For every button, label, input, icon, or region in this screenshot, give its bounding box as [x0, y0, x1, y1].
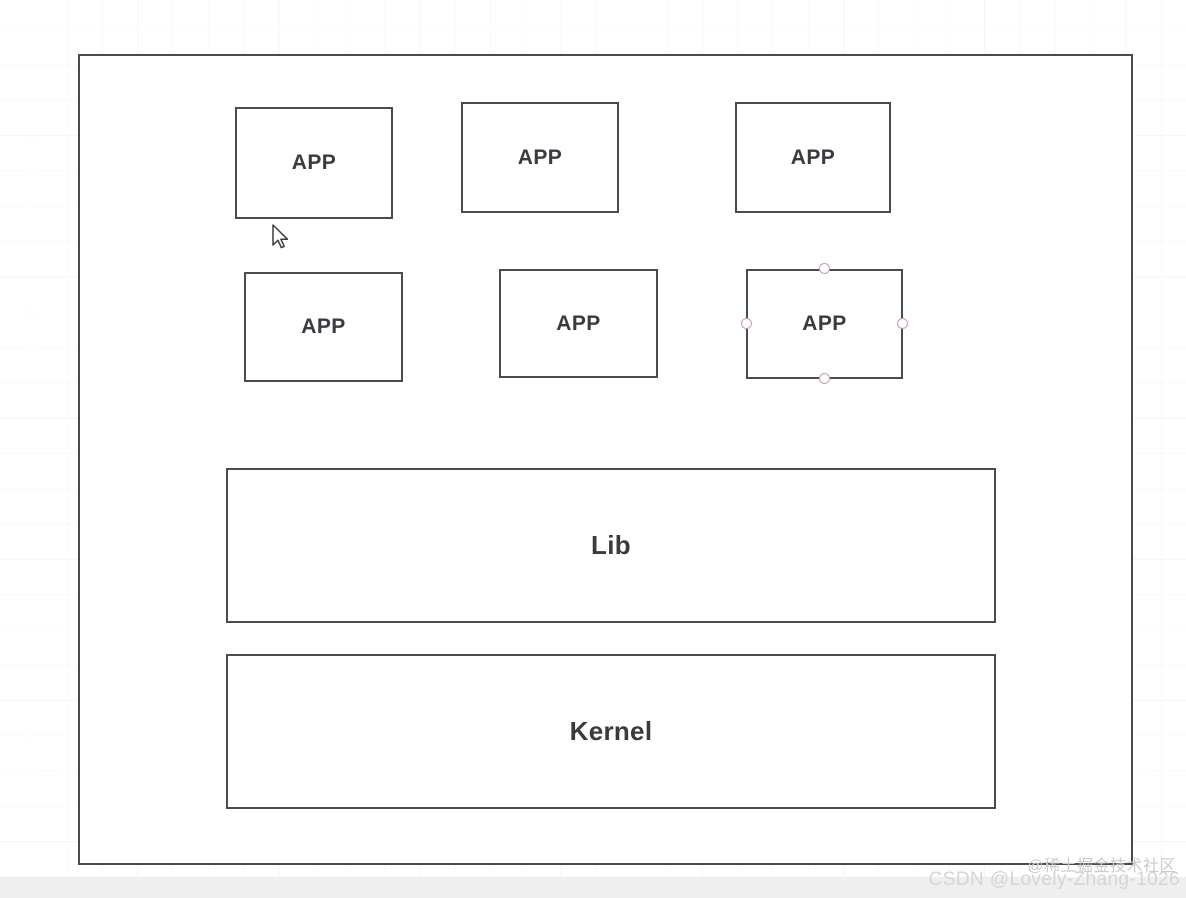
- app-box-label: APP: [301, 315, 346, 338]
- app-box-6-selected[interactable]: APP: [746, 269, 903, 379]
- lib-layer-box[interactable]: Lib: [226, 468, 996, 623]
- bottom-background-band: [0, 877, 1186, 898]
- lib-layer-label: Lib: [591, 530, 631, 560]
- app-box-1[interactable]: APP: [235, 107, 393, 219]
- app-box-label: APP: [556, 311, 601, 335]
- app-box-label: APP: [802, 312, 847, 335]
- app-box-2[interactable]: APP: [461, 102, 619, 213]
- kernel-layer-box[interactable]: Kernel: [226, 654, 996, 809]
- connection-handle-bottom[interactable]: [819, 373, 830, 384]
- app-box-4[interactable]: APP: [244, 272, 403, 382]
- app-box-label: APP: [291, 151, 337, 174]
- connection-handle-right[interactable]: [897, 318, 908, 329]
- app-box-3[interactable]: APP: [735, 102, 891, 213]
- csdn-watermark: CSDN @Lovely-Zhang-1026: [928, 869, 1180, 890]
- kernel-layer-label: Kernel: [569, 716, 653, 746]
- app-box-label: APP: [790, 145, 836, 169]
- juejin-watermark: @稀土掘金技术社区: [1027, 858, 1176, 875]
- app-box-5[interactable]: APP: [499, 269, 658, 378]
- connection-handle-left[interactable]: [741, 318, 752, 329]
- diagram-canvas[interactable]: APP APP APP APP APP APP Lib Kernel: [0, 0, 1186, 877]
- connection-handle-top[interactable]: [819, 263, 830, 274]
- app-box-label: APP: [517, 145, 563, 169]
